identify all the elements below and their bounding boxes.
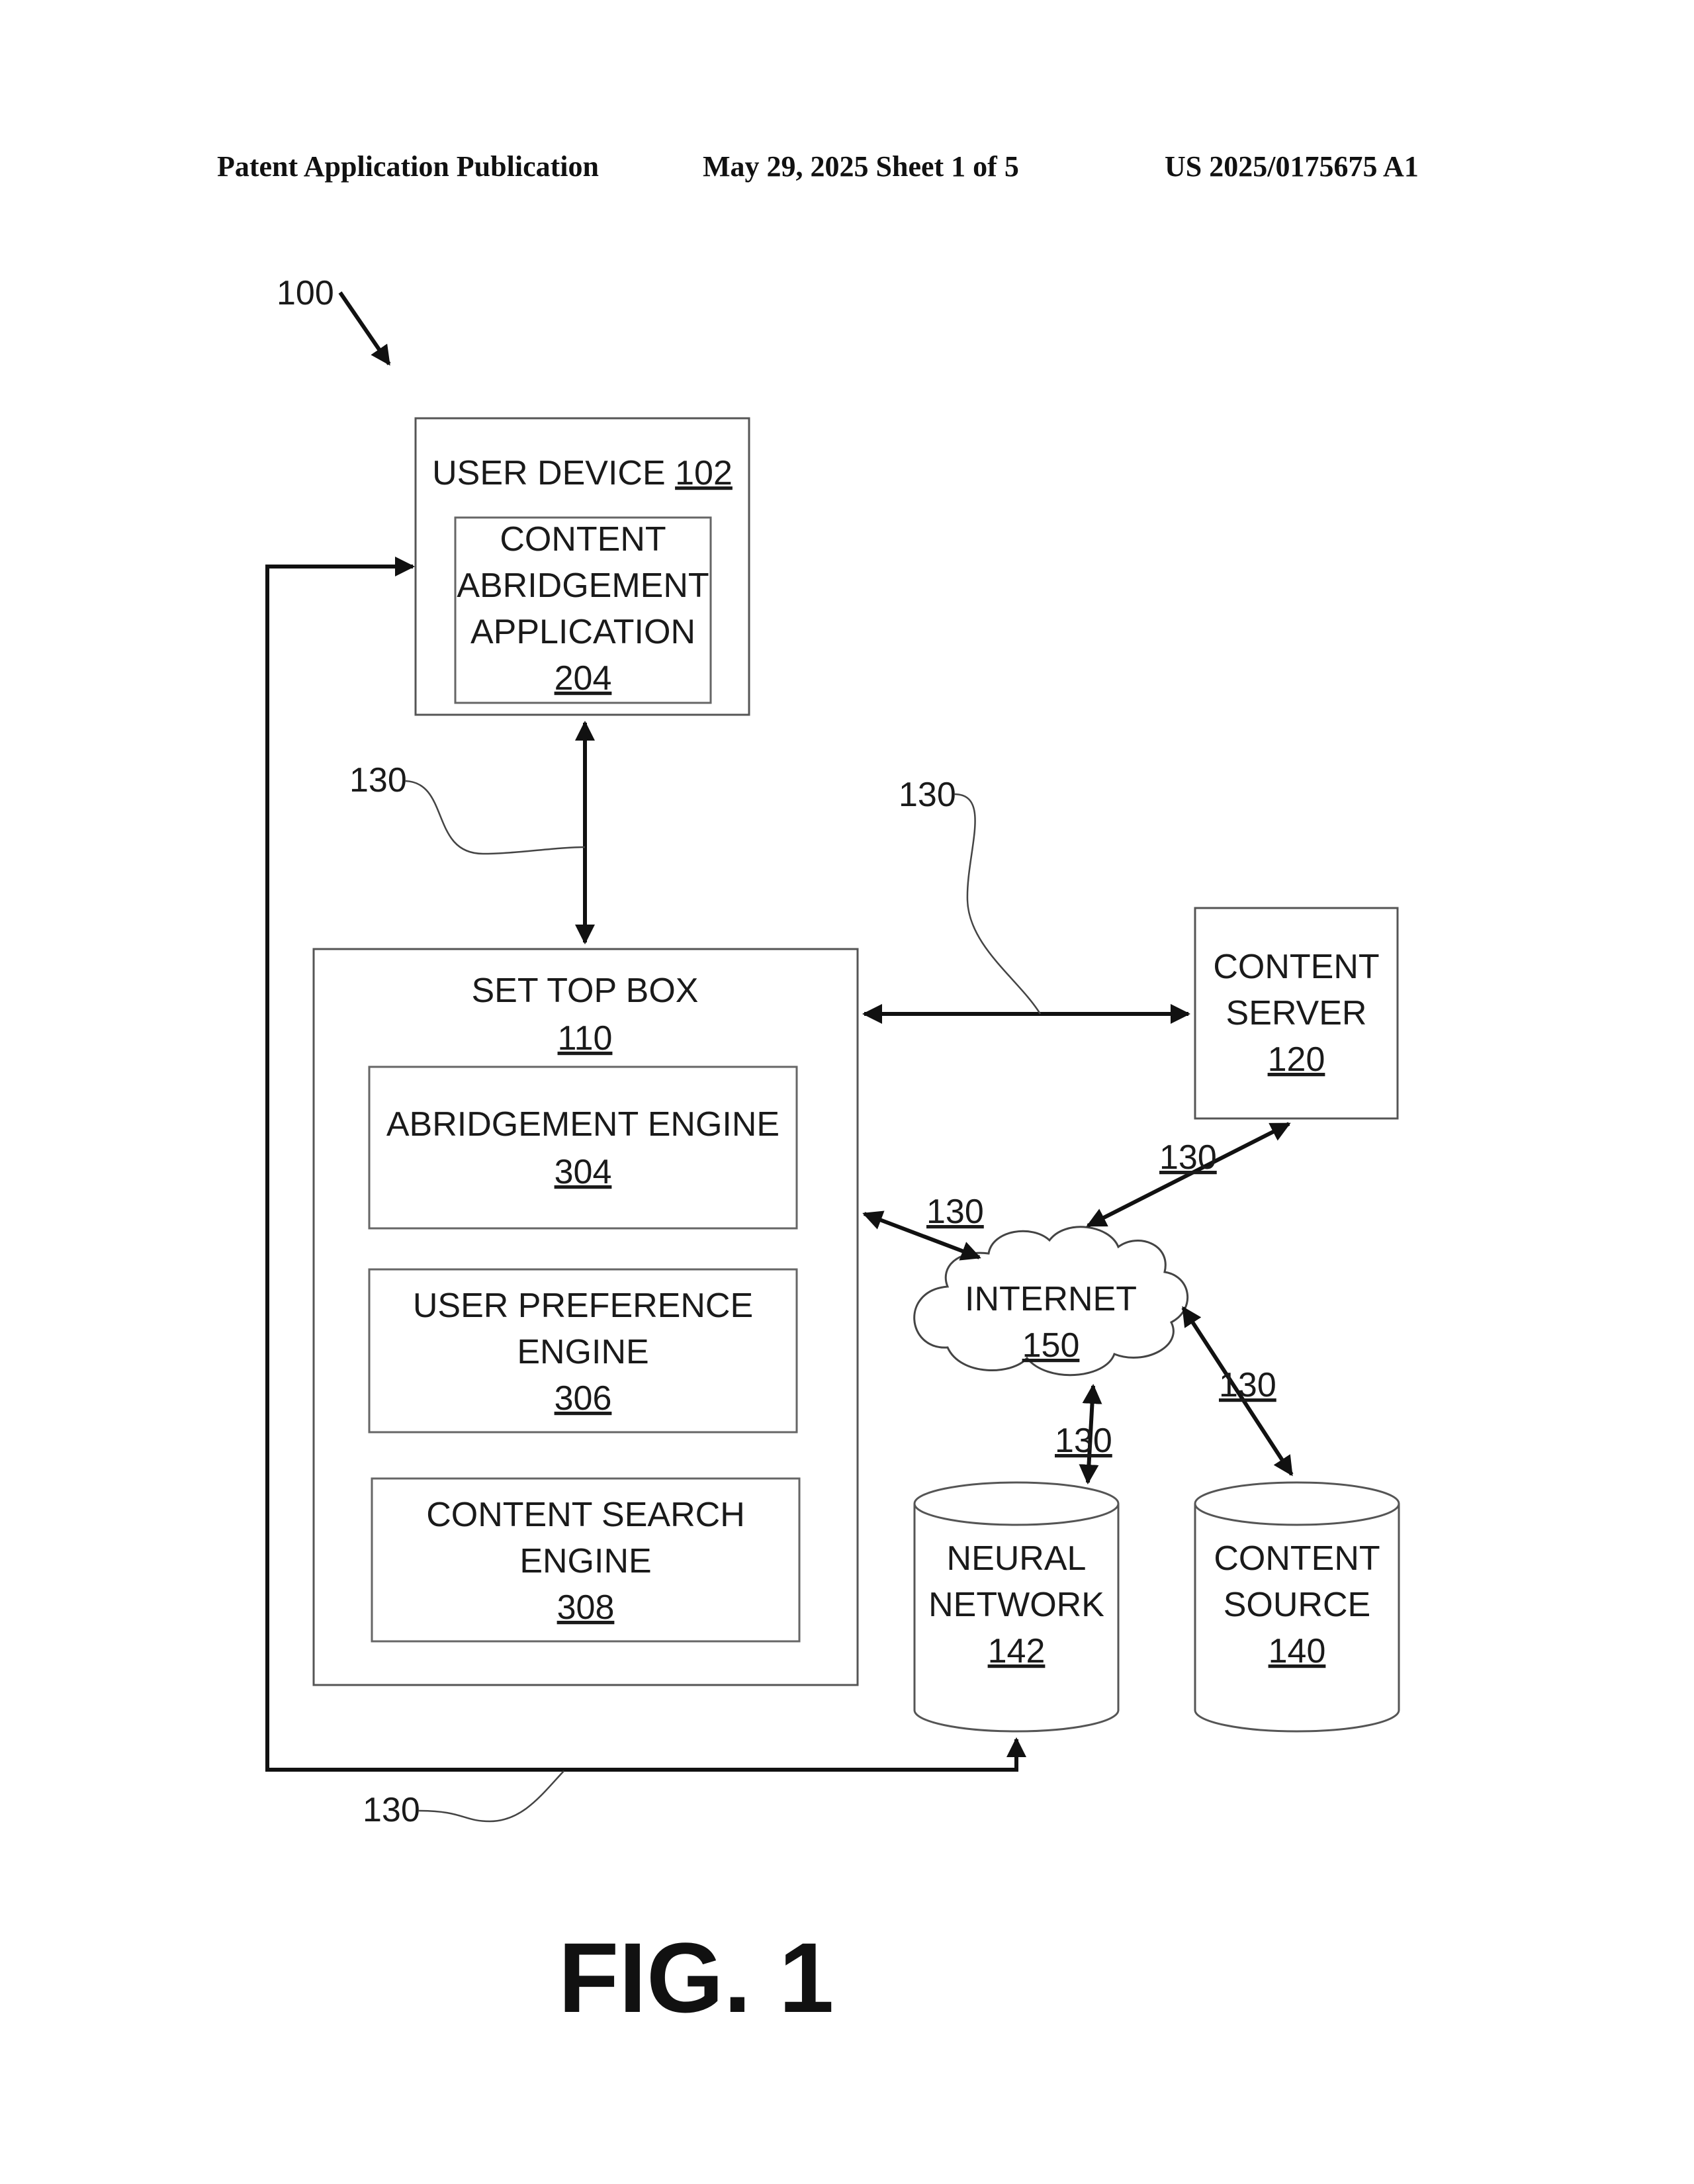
abridgement-engine-label: ABRIDGEMENT ENGINE <box>386 1105 780 1144</box>
content-abridgement-app-line3: APPLICATION <box>470 613 695 651</box>
content-server-ref: 120 <box>1268 1040 1325 1079</box>
header-right: US 2025/0175675 A1 <box>1165 150 1419 183</box>
link-internet-contentserver <box>1086 1122 1291 1228</box>
link-ref-lead <box>954 793 1042 1015</box>
content-source-line2: SOURCE <box>1224 1586 1370 1624</box>
abridgement-engine-ref: 304 <box>555 1153 612 1191</box>
neural-network-line1: NEURAL <box>947 1539 1087 1578</box>
neural-network-line2: NETWORK <box>928 1586 1104 1624</box>
content-source-line1: CONTENT <box>1214 1539 1380 1578</box>
user-preference-engine-line1: USER PREFERENCE <box>413 1287 753 1325</box>
link-ref-label: 130 <box>899 776 956 814</box>
link-ref-label: 130 <box>1055 1422 1112 1460</box>
content-search-engine-line1: CONTENT SEARCH <box>426 1496 745 1534</box>
content-server-line1: CONTENT <box>1213 948 1379 986</box>
link-ref-label: 130 <box>926 1193 984 1231</box>
link-ref-label: 130 <box>349 761 407 799</box>
abridgement-engine-box <box>368 1066 798 1230</box>
set-top-box-ref: 110 <box>558 1019 613 1058</box>
set-top-box-label: SET TOP BOX <box>472 972 699 1010</box>
content-source-cylinder <box>1194 1481 1400 1733</box>
header-left: Patent Application Publication <box>217 150 599 183</box>
figure-ref-arrow <box>338 291 391 366</box>
content-abridgement-app-line2: ABRIDGEMENT <box>457 567 709 605</box>
link-ref-lead <box>404 780 586 855</box>
content-search-engine-ref: 308 <box>557 1588 615 1627</box>
content-server-line2: SERVER <box>1226 994 1367 1032</box>
content-server-box <box>1194 907 1399 1120</box>
neural-network-ref: 142 <box>988 1632 1046 1670</box>
figure-caption: FIG. 1 <box>558 1922 834 2033</box>
internet-label: INTERNET <box>965 1280 1137 1318</box>
user-preference-engine-ref: 306 <box>555 1379 612 1418</box>
content-abridgement-app-line1: CONTENT <box>500 520 666 559</box>
link-internet-contentsource <box>1181 1306 1294 1477</box>
link-userdevice-neuralnetwork <box>265 557 1026 1772</box>
user-preference-engine-line2: ENGINE <box>517 1333 648 1371</box>
internet-ref: 150 <box>1022 1326 1080 1365</box>
content-source-ref: 140 <box>1269 1632 1326 1670</box>
user-device-label: USER DEVICE 102 <box>432 454 733 492</box>
link-ref-label: 130 <box>1219 1366 1276 1404</box>
link-ref-label: 130 <box>363 1791 420 1829</box>
header-middle: May 29, 2025 Sheet 1 of 5 <box>703 150 1019 183</box>
figure-ref-label: 100 <box>277 274 334 312</box>
content-search-engine-line2: ENGINE <box>519 1542 651 1580</box>
link-ref-label: 130 <box>1159 1138 1217 1177</box>
link-internet-neuralnetwork <box>1079 1384 1102 1484</box>
content-abridgement-app-ref: 204 <box>555 659 612 698</box>
link-ref-lead <box>418 1770 564 1823</box>
